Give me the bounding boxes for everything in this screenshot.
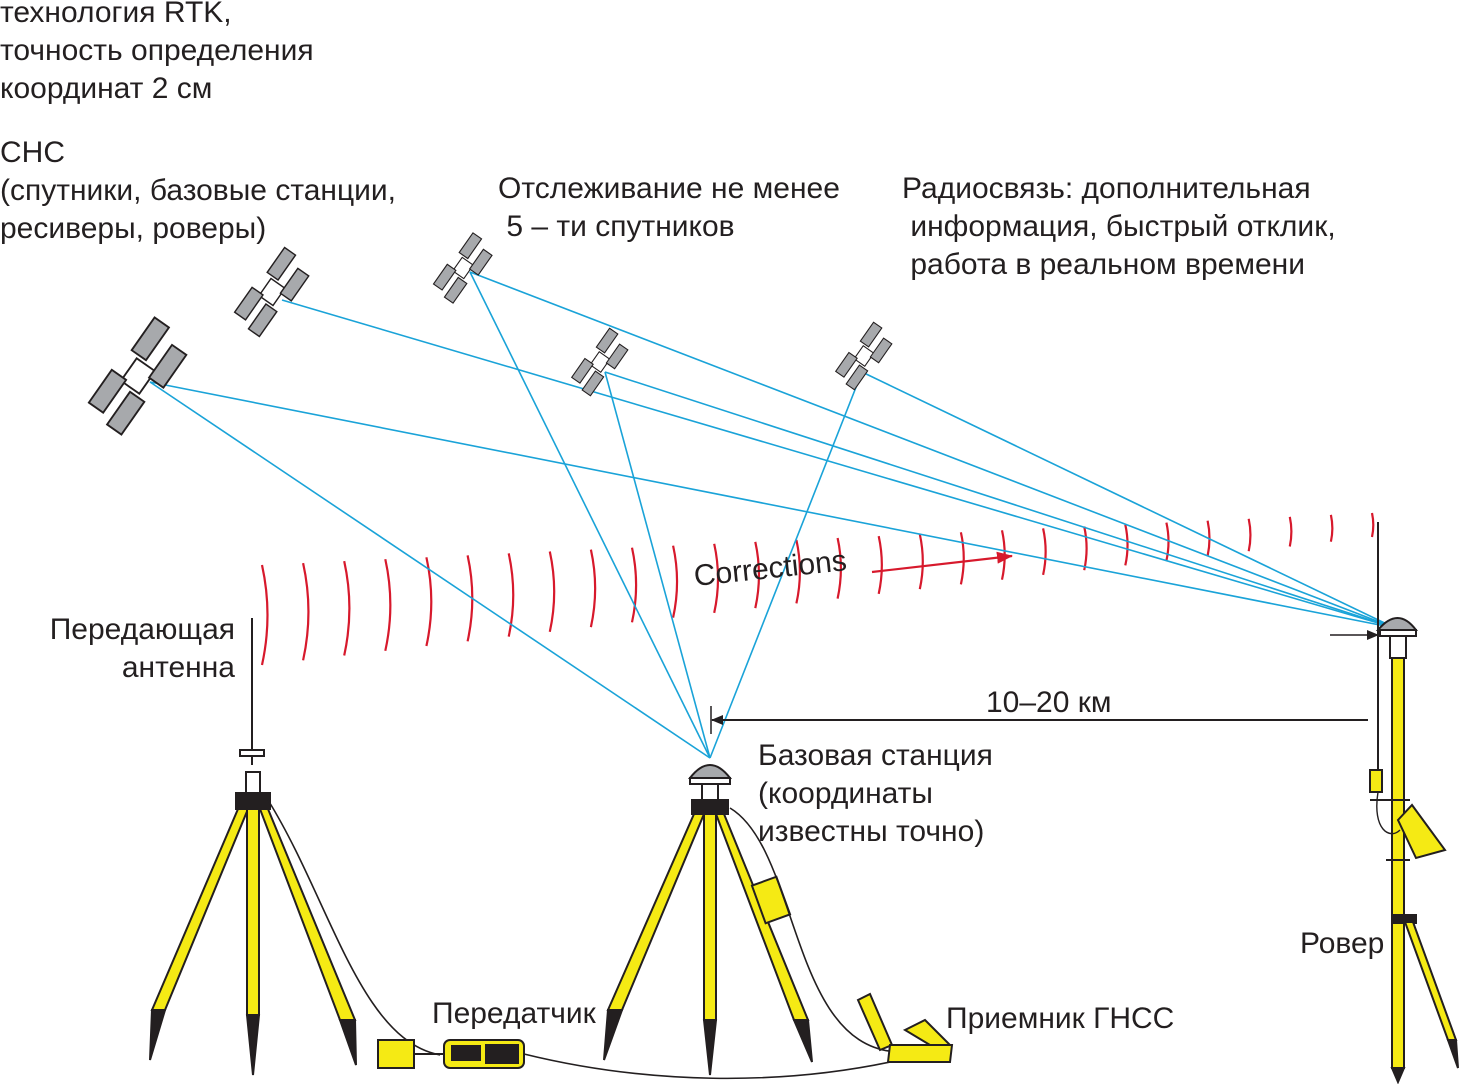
radio-wave-arc [1247,518,1252,552]
rover-label: Ровер [1300,927,1385,960]
antenna-tripod [149,618,441,1076]
radio-wave-arc [343,560,351,656]
radio-wave-arc [1370,512,1375,538]
satellite-icon [835,321,893,391]
radio-link-text: Радиосвязь: дополнительная информация, б… [902,172,1336,281]
radio-wave-arc [1042,528,1047,576]
radio-wave-arc [836,537,842,599]
satellite-icon [87,316,188,436]
satellite-tracking-text: Отслеживание не менее 5 – ти спутников [498,172,840,243]
radio-wave-arc [548,551,556,633]
rtk-accuracy-text: технология RTK, точность определения коо… [0,0,314,105]
satellite-icon [233,246,310,338]
gnss-receiver-device [856,992,954,1063]
distance-label: 10–20 км [986,686,1112,719]
gnss-receiver-label: Приемник ГНСС [946,1002,1175,1035]
satellite-signals [149,271,1396,759]
radio-wave-arc [302,562,310,661]
radio-wave-arc [507,553,515,637]
base-station-label: Базовая станция (координаты известны точ… [758,739,993,848]
radio-wave-arc [425,557,433,647]
radio-wave-arc [630,547,638,623]
radio-wave-arc [589,549,597,628]
radio-wave-arc [1329,514,1334,542]
radio-wave-arc [918,533,924,590]
radio-wave-arc [1083,526,1088,571]
radio-wave-arc [713,543,720,614]
radio-wave-arc [959,532,965,585]
transmitter-device [377,1039,891,1080]
radio-wave-arc [795,539,801,604]
radio-wave-arc [384,558,392,652]
radio-wave-arc [754,541,761,609]
base-station-tripod [603,764,901,1076]
corrections-arrow [871,551,1013,574]
radio-wave-arc [260,564,269,666]
radio-wave-arc [672,545,679,618]
radio-wave-arc [1000,530,1006,580]
radio-waves [260,512,1375,666]
gnss-system-text: СНС (спутники, базовые станции, ресиверы… [0,136,397,245]
satellite-icon [432,232,493,304]
radio-wave-arc [877,535,883,595]
transmitter-label: Передатчик [432,997,596,1030]
radio-wave-arc [1124,524,1129,566]
satellite-icon [571,327,629,397]
rover-pole [1369,522,1459,1084]
radio-wave-arc [1288,516,1293,547]
transmitting-antenna-label: Передающая антенна [49,613,235,684]
